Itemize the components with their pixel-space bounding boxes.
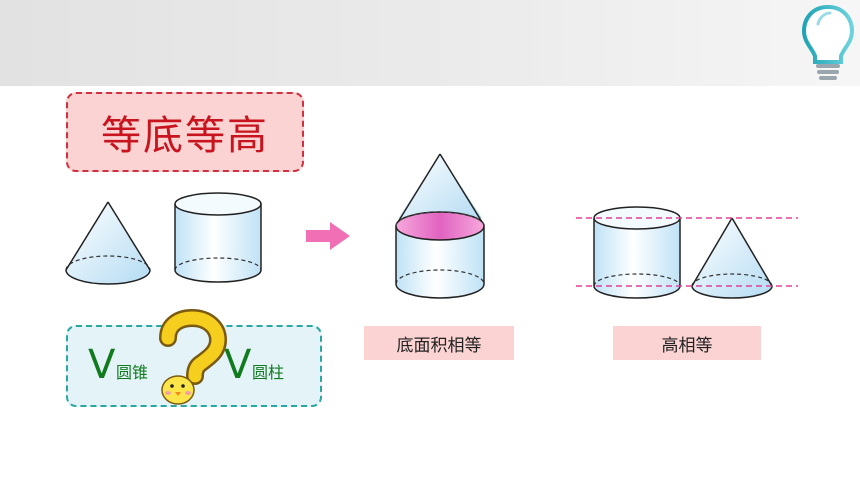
cone-volume-subscript: 圆锥 bbox=[116, 363, 149, 382]
equal-base-label: 底面积相等 bbox=[364, 326, 514, 360]
cone-figure bbox=[65, 201, 151, 285]
cylinder-volume-symbol: V bbox=[224, 342, 252, 388]
question-mark-with-chick-icon bbox=[159, 308, 228, 405]
title-banner: 等底等高 bbox=[66, 92, 304, 172]
cylinder-figure bbox=[174, 192, 262, 283]
header-band bbox=[0, 0, 860, 86]
equal-height-label: 高相等 bbox=[613, 326, 761, 360]
page-title: 等底等高 bbox=[101, 113, 269, 159]
lightbulb-icon bbox=[801, 4, 855, 80]
equal-height-figure bbox=[576, 206, 798, 299]
arrow-right-icon bbox=[306, 222, 350, 250]
cone-on-cylinder-figure bbox=[395, 153, 485, 299]
cone-volume-symbol: V bbox=[88, 342, 116, 388]
cylinder-volume-subscript: 圆柱 bbox=[252, 363, 285, 382]
